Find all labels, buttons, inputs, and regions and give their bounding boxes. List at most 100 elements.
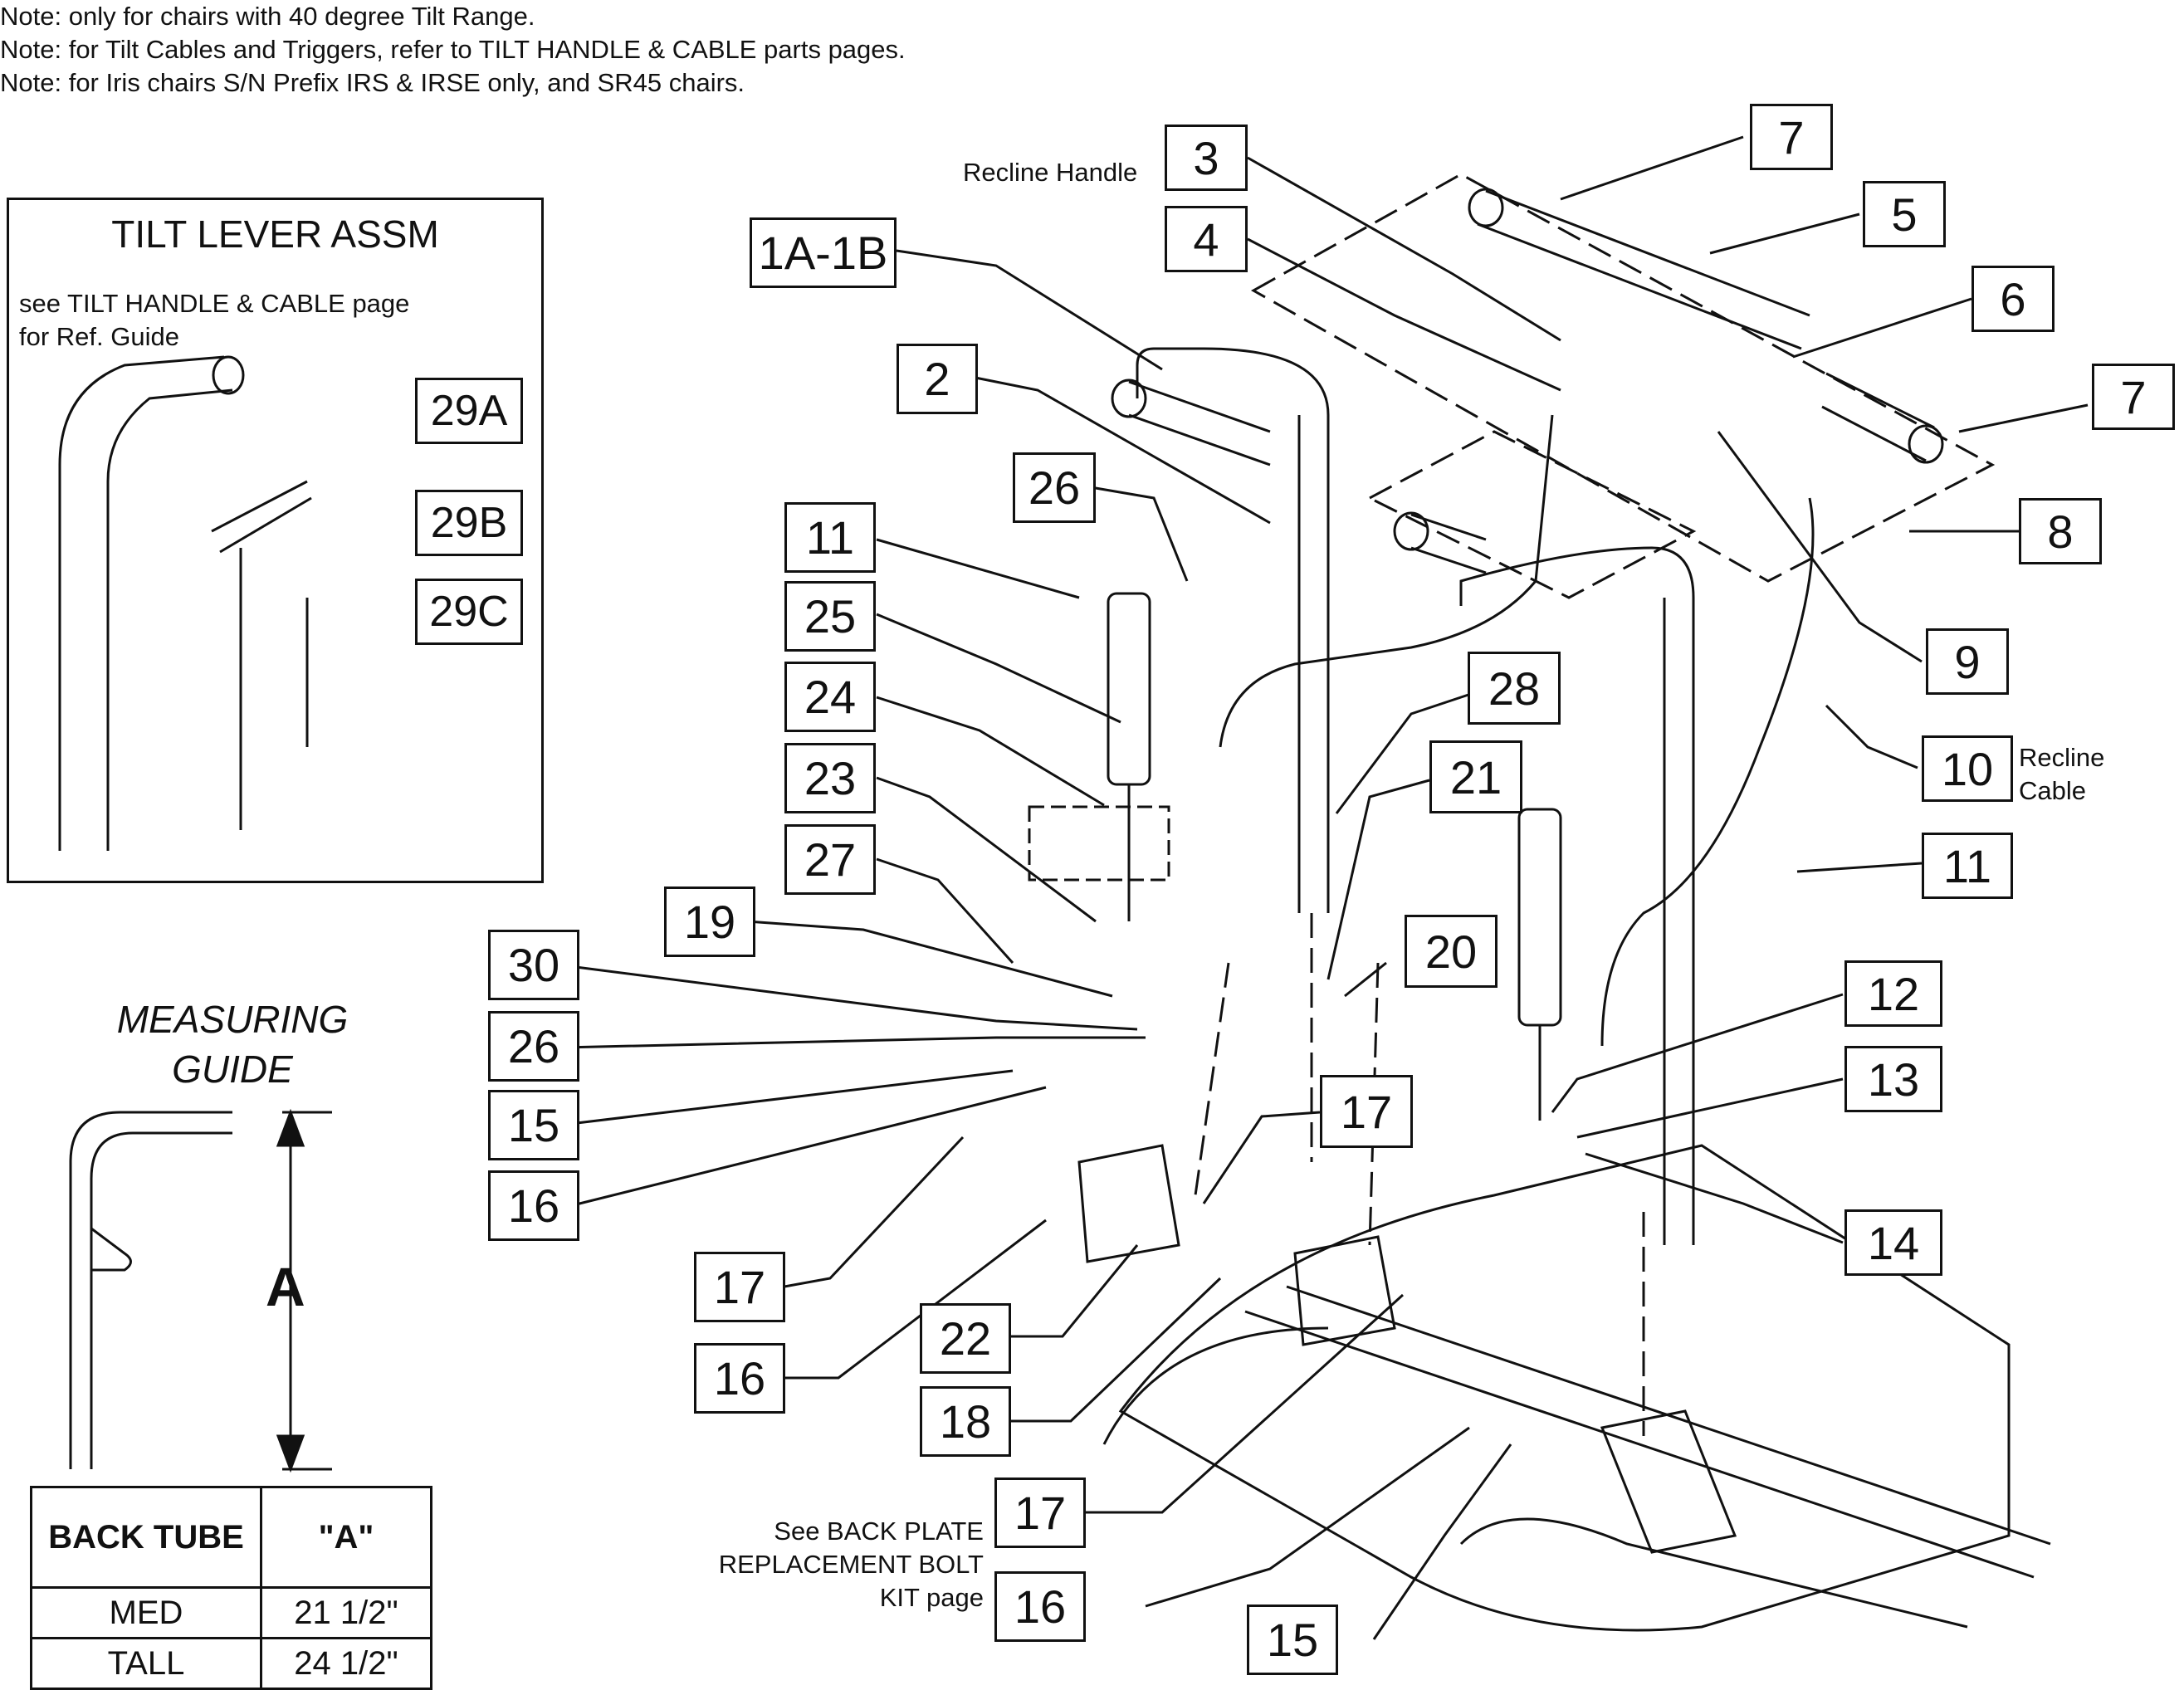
table-cell: 21 1/2" [260, 1586, 432, 1639]
leader-line [975, 376, 1271, 525]
leader-line [1551, 993, 1844, 1113]
tilt-lever-title: TILT LEVER ASSM [111, 212, 439, 256]
leader-line [562, 1086, 1047, 1209]
callout-11-right: 11 [1922, 833, 2013, 899]
recline-handle-label: Recline Handle [963, 158, 1138, 187]
leader-line [562, 1069, 1014, 1126]
callout-9: 9 [1926, 628, 2009, 695]
note-3: Note: for Iris chairs S/N Prefix IRS & I… [0, 68, 745, 97]
callout-12: 12 [1844, 960, 1942, 1027]
recline-cable-line-2: Cable [2019, 776, 2086, 805]
callout-17-left: 17 [694, 1252, 785, 1322]
table-header: BACK TUBE [30, 1486, 262, 1589]
leader-line [876, 696, 1105, 807]
leader-line [1335, 691, 1474, 814]
note-1: Note: only for chairs with 40 degree Til… [0, 2, 535, 31]
leader-line [746, 920, 1113, 998]
leader-line [1000, 1244, 1139, 1338]
leader-line [1709, 212, 1860, 255]
leader-line [1090, 486, 1189, 582]
table-cell: TALL [30, 1637, 262, 1690]
callout-7-top: 7 [1750, 104, 1833, 170]
callout-29a: 29A [415, 378, 523, 444]
leader-line [1327, 779, 1430, 980]
table-header-row: BACK TUBE "A" [30, 1486, 432, 1589]
leader-line [562, 1036, 1146, 1049]
grip-end [1393, 511, 1429, 551]
tilt-ref-line-2: for Ref. Guide [19, 322, 179, 351]
callout-22: 22 [920, 1303, 1011, 1374]
rocker-skid [1102, 1326, 1968, 1629]
back-tube-table: BACK TUBE "A" MED 21 1/2" TALL 24 1/2" [30, 1486, 432, 1690]
leader-line [1958, 403, 2089, 433]
grip-end [1111, 379, 1147, 418]
leader-line [1717, 431, 1923, 663]
tilt-lever-assembly-panel: TILT LEVER ASSM see TILT HANDLE & CABLE … [7, 198, 544, 883]
callout-17-bottom: 17 [994, 1478, 1086, 1548]
table-cell: 24 1/2" [260, 1637, 432, 1690]
dimension-arrow [276, 1108, 305, 1473]
handle-grip-left [1128, 380, 1271, 466]
callout-16-mid: 16 [694, 1343, 785, 1414]
table-row: MED 21 1/2" [30, 1586, 432, 1639]
tilt-lever-reference: see TILT HANDLE & CABLE page for Ref. Gu… [19, 287, 409, 354]
leader-line [1202, 1111, 1321, 1204]
callout-20: 20 [1405, 915, 1498, 988]
leader-line [1000, 1277, 1222, 1423]
inset-cable [239, 548, 309, 830]
callout-15-left: 15 [488, 1090, 579, 1160]
measuring-guide-title: MEASURING GUIDE [87, 994, 378, 1094]
back-tube-left [1136, 347, 1330, 913]
callout-19: 19 [664, 887, 755, 957]
callout-29b: 29B [415, 490, 523, 556]
back-tube-right [1459, 546, 1695, 1245]
notes: Note: only for chairs with 40 degree Til… [0, 0, 906, 100]
dimension-label: A [266, 1256, 305, 1317]
measuring-title-line-1: MEASURING [116, 998, 349, 1041]
callout-11-left: 11 [784, 502, 876, 573]
callout-5: 5 [1863, 181, 1946, 247]
leader-line [1344, 961, 1387, 998]
callout-13: 13 [1844, 1046, 1942, 1112]
callout-15-bottom: 15 [1247, 1605, 1338, 1675]
callout-17-center: 17 [1320, 1075, 1413, 1148]
back-plate-line-3: KIT page [879, 1583, 984, 1612]
callout-14: 14 [1844, 1209, 1942, 1276]
recline-cable-right [1600, 497, 1815, 1047]
leader-line [876, 613, 1121, 724]
callout-21: 21 [1429, 740, 1522, 813]
leader-line [1247, 156, 1561, 342]
leader-line [1825, 704, 1918, 769]
leader-line [1576, 1077, 1844, 1139]
measuring-title-line-2: GUIDE [172, 1048, 293, 1091]
callout-6: 6 [1971, 266, 2055, 332]
leader-line [1145, 1426, 1470, 1608]
callout-26-bottom: 26 [488, 1011, 579, 1082]
crossbar-tube-right [1821, 372, 1935, 462]
callout-23: 23 [784, 743, 876, 813]
note-2: Note: for Tilt Cables and Triggers, refe… [0, 35, 906, 64]
leader-line [1560, 135, 1744, 201]
back-plate [1293, 1235, 1396, 1346]
leader-line [1083, 1293, 1405, 1514]
clamp-callout-frame [1028, 805, 1170, 882]
table-cell: MED [30, 1586, 262, 1639]
callout-30: 30 [488, 930, 579, 1000]
leader-line [1796, 862, 1923, 873]
leader-line [562, 964, 1138, 1031]
recline-cable-left [1219, 414, 1554, 748]
table-row: TALL 24 1/2" [30, 1637, 432, 1690]
leader-line [1585, 1152, 1844, 1244]
leader-line [876, 538, 1080, 599]
base-frame [1244, 1285, 2051, 1579]
tilt-cradle [1600, 1409, 1737, 1554]
callout-3: 3 [1165, 125, 1248, 191]
back-plate-line-1: See BACK PLATE [774, 1517, 984, 1546]
callout-16-left: 16 [488, 1170, 579, 1241]
back-plate-line-2: REPLACEMENT BOLT [718, 1550, 984, 1579]
callout-29c: 29C [415, 579, 523, 645]
inset-grip-end [212, 355, 245, 395]
callout-1a-1b: 1A-1B [750, 217, 897, 288]
table-header: "A" [260, 1486, 432, 1589]
callout-7-right: 7 [2092, 364, 2175, 430]
